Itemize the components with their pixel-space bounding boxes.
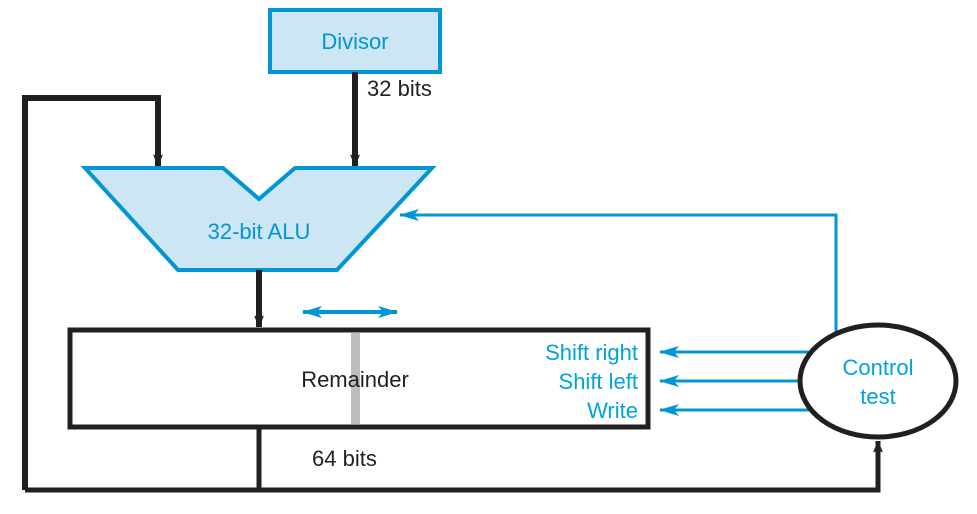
control-test-label-line1: Control (843, 355, 914, 380)
remainder-to-alu-feedback-path (22, 95, 163, 490)
control-test-label-line2: test (860, 384, 895, 409)
divisor-label: Divisor (321, 29, 388, 54)
remainder-width-label: 64 bits (312, 446, 377, 471)
remainder-block: Remainder (67, 327, 651, 430)
remainder-label: Remainder (301, 367, 409, 392)
remainder-to-control-feedback (259, 440, 883, 493)
control-test-ellipse (797, 322, 959, 440)
alu-block: 32-bit ALU (80, 166, 437, 272)
shift-left-label: Shift left (559, 369, 638, 394)
shift-right-label: Shift right (545, 340, 638, 365)
remainder-half-divider (351, 333, 360, 424)
write-label: Write (587, 398, 638, 423)
control-test-block: Control test (797, 322, 959, 440)
divisor-width-label: 32 bits (367, 76, 432, 101)
alu-label: 32-bit ALU (208, 219, 311, 244)
alu-shape (80, 166, 437, 272)
divisor-block: Divisor (268, 8, 442, 74)
remainder-bottom-stub (25, 427, 262, 493)
